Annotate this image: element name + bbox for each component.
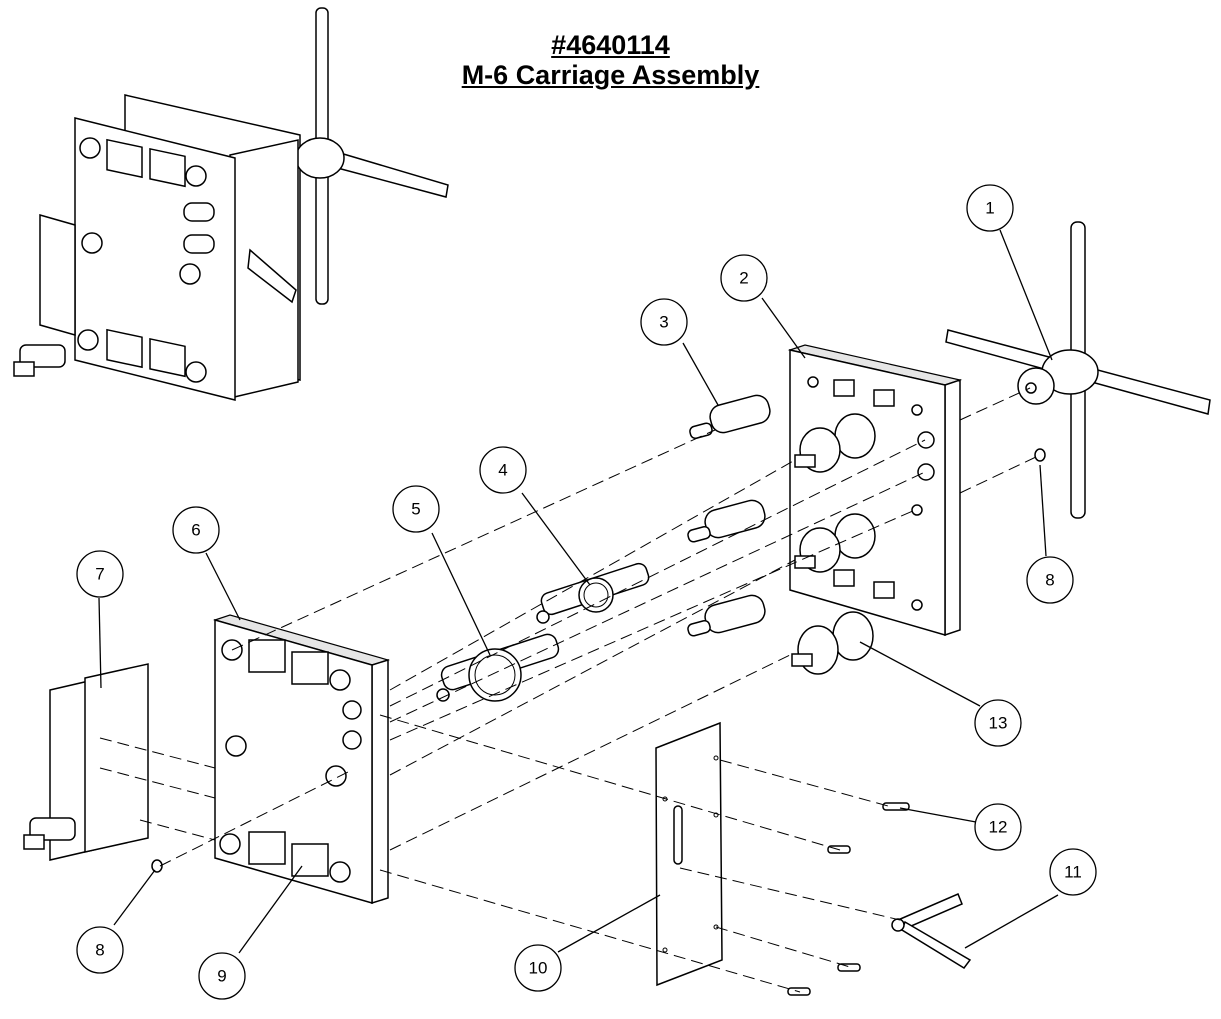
callout-circle [1049, 848, 1097, 896]
callout-balloon-5: 5 [392, 485, 440, 533]
assembled-carriage-view [13, 7, 449, 401]
assembly-name-title: M-6 Carriage Assembly [461, 60, 760, 90]
callout-balloon-7: 7 [76, 550, 124, 598]
callout-number: 9 [217, 967, 226, 986]
callout-balloon-8: 8 [76, 926, 124, 974]
guide-roller-part [791, 611, 874, 675]
callout-balloon-13: 13 [974, 699, 1022, 747]
back-plate-part [787, 344, 963, 637]
callout-balloon-1: 1 [966, 184, 1014, 232]
pinion-gear-shaft-part [536, 562, 650, 624]
callout-balloon-11: 11 [1049, 848, 1097, 896]
callout-balloon-10: 10 [514, 944, 562, 992]
leader-lines [98, 229, 1059, 954]
callout-circle [974, 699, 1022, 747]
callout-number: 13 [989, 714, 1008, 733]
callout-number: 5 [411, 500, 420, 519]
callout-circle [479, 446, 527, 494]
assembly-alignment-lines [99, 387, 1039, 993]
callout-number: 1 [985, 199, 994, 218]
crank-arm-part [891, 893, 972, 969]
idler-roller-parts [687, 394, 771, 637]
callout-circle [172, 506, 220, 554]
callout-circle [720, 254, 768, 302]
callout-number: 4 [498, 461, 507, 480]
slotted-plate-part [655, 721, 723, 987]
callout-number: 2 [739, 269, 748, 288]
callout-balloon-3: 3 [640, 298, 688, 346]
callout-circle [76, 550, 124, 598]
callout-circle [392, 485, 440, 533]
callout-circle [974, 803, 1022, 851]
callout-balloon-9: 9 [198, 952, 246, 1000]
callout-circle [640, 298, 688, 346]
callout-circle [198, 952, 246, 1000]
side-bracket-part [23, 663, 149, 861]
callout-number: 8 [1045, 571, 1054, 590]
crank-handle-part [945, 221, 1211, 519]
callout-circle [1026, 556, 1074, 604]
title-block: #4640114 M-6 Carriage Assembly [0, 30, 1221, 90]
callout-balloon-12: 12 [974, 803, 1022, 851]
callout-circle [514, 944, 562, 992]
callout-balloon-8: 8 [1026, 556, 1074, 604]
drive-roller-parts [794, 413, 876, 573]
front-plate-part [212, 614, 391, 905]
callout-number: 6 [191, 521, 200, 540]
part-number-title: #4640114 [551, 30, 670, 60]
callout-number: 8 [95, 941, 104, 960]
callout-circle [966, 184, 1014, 232]
callout-number: 7 [95, 565, 104, 584]
callout-balloon-4: 4 [479, 446, 527, 494]
callout-balloon-2: 2 [720, 254, 768, 302]
callout-balloon-6: 6 [172, 506, 220, 554]
callout-number: 12 [989, 818, 1008, 837]
callout-number: 3 [659, 313, 668, 332]
callout-number: 11 [1064, 863, 1082, 882]
callout-number: 10 [529, 959, 548, 978]
callout-circle [76, 926, 124, 974]
spur-gear-shaft-part [436, 633, 560, 702]
